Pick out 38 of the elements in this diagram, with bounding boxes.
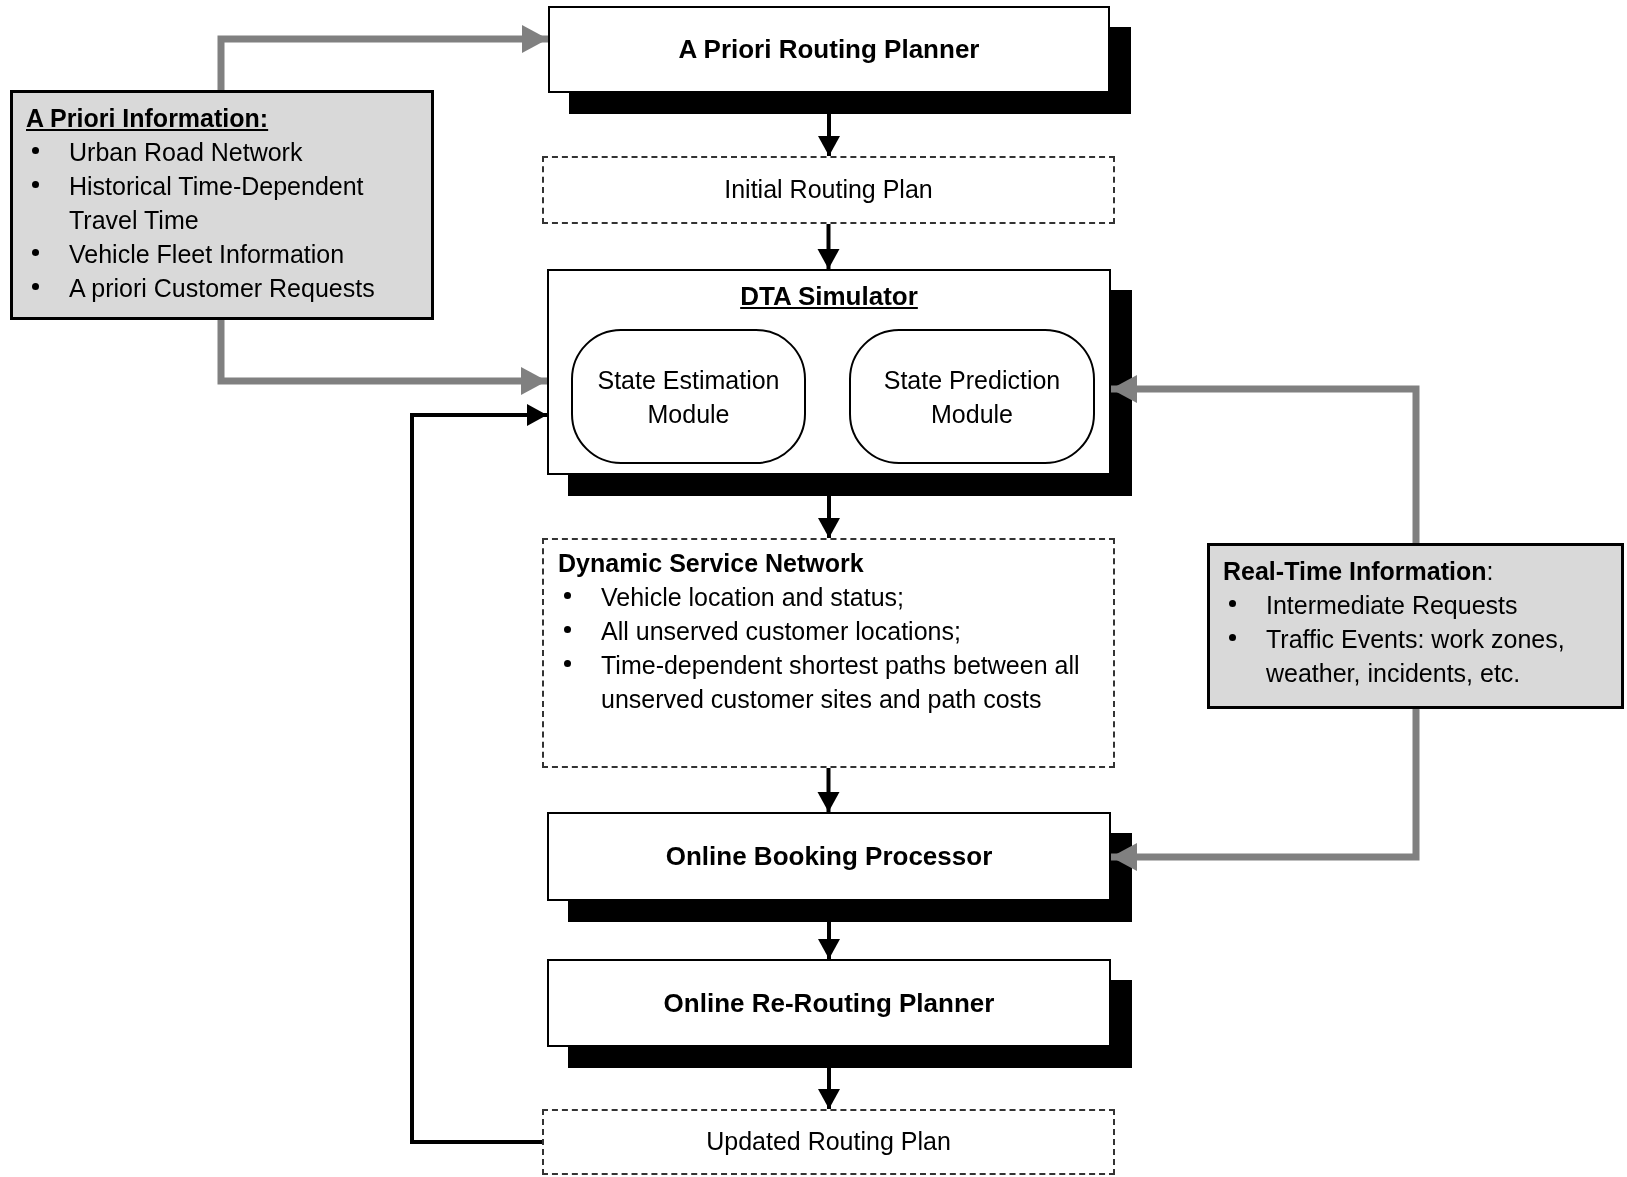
box-title: Online Booking Processor bbox=[665, 840, 993, 873]
list-item: Traffic Events: work zones, weather, incidents, etc. bbox=[1266, 624, 1566, 689]
box-label: Updated Routing Plan bbox=[706, 1126, 951, 1158]
process-box bbox=[547, 812, 1111, 901]
data-box bbox=[542, 1109, 1115, 1175]
data-box bbox=[542, 538, 1115, 768]
list-item: Vehicle Fleet Information bbox=[69, 239, 345, 270]
arrow bbox=[1111, 709, 1420, 871]
box-title: A Priori Information: bbox=[26, 103, 270, 134]
module-box bbox=[571, 329, 806, 464]
list-item: All unserved customer locations; bbox=[601, 616, 961, 647]
box-title: DTA Simulator bbox=[739, 280, 919, 313]
list-item: Time-dependent shortest paths between all unserved customer sites and path costs bbox=[601, 650, 1081, 715]
info-box bbox=[1207, 543, 1624, 709]
arrow bbox=[217, 25, 548, 90]
box-title: A Priori Routing Planner bbox=[678, 33, 980, 66]
box-title: Online Re-Routing Planner bbox=[663, 986, 995, 1020]
module-label: State Prediction Module bbox=[882, 364, 1062, 430]
arrow bbox=[410, 404, 547, 1144]
module-box bbox=[849, 329, 1095, 464]
list-item: A priori Customer Requests bbox=[69, 273, 375, 304]
arrow bbox=[817, 768, 840, 812]
arrow bbox=[1111, 375, 1420, 543]
arrow bbox=[217, 320, 547, 395]
module-label: State Estimation Module bbox=[596, 364, 781, 430]
box-label: Initial Routing Plan bbox=[724, 174, 933, 206]
list-item: Intermediate Requests bbox=[1266, 590, 1518, 621]
process-box bbox=[548, 6, 1110, 93]
list-item: Urban Road Network bbox=[69, 137, 303, 168]
info-box bbox=[10, 90, 434, 320]
box-title: Real-Time Information: bbox=[1223, 556, 1495, 587]
data-box bbox=[542, 156, 1115, 224]
process-box bbox=[547, 959, 1111, 1047]
arrow bbox=[817, 224, 840, 269]
list-item: Vehicle location and status; bbox=[601, 582, 904, 613]
simulator-box bbox=[547, 269, 1111, 475]
list-item: Historical Time-Dependent Travel Time bbox=[69, 171, 365, 236]
box-title: Dynamic Service Network bbox=[558, 548, 865, 579]
